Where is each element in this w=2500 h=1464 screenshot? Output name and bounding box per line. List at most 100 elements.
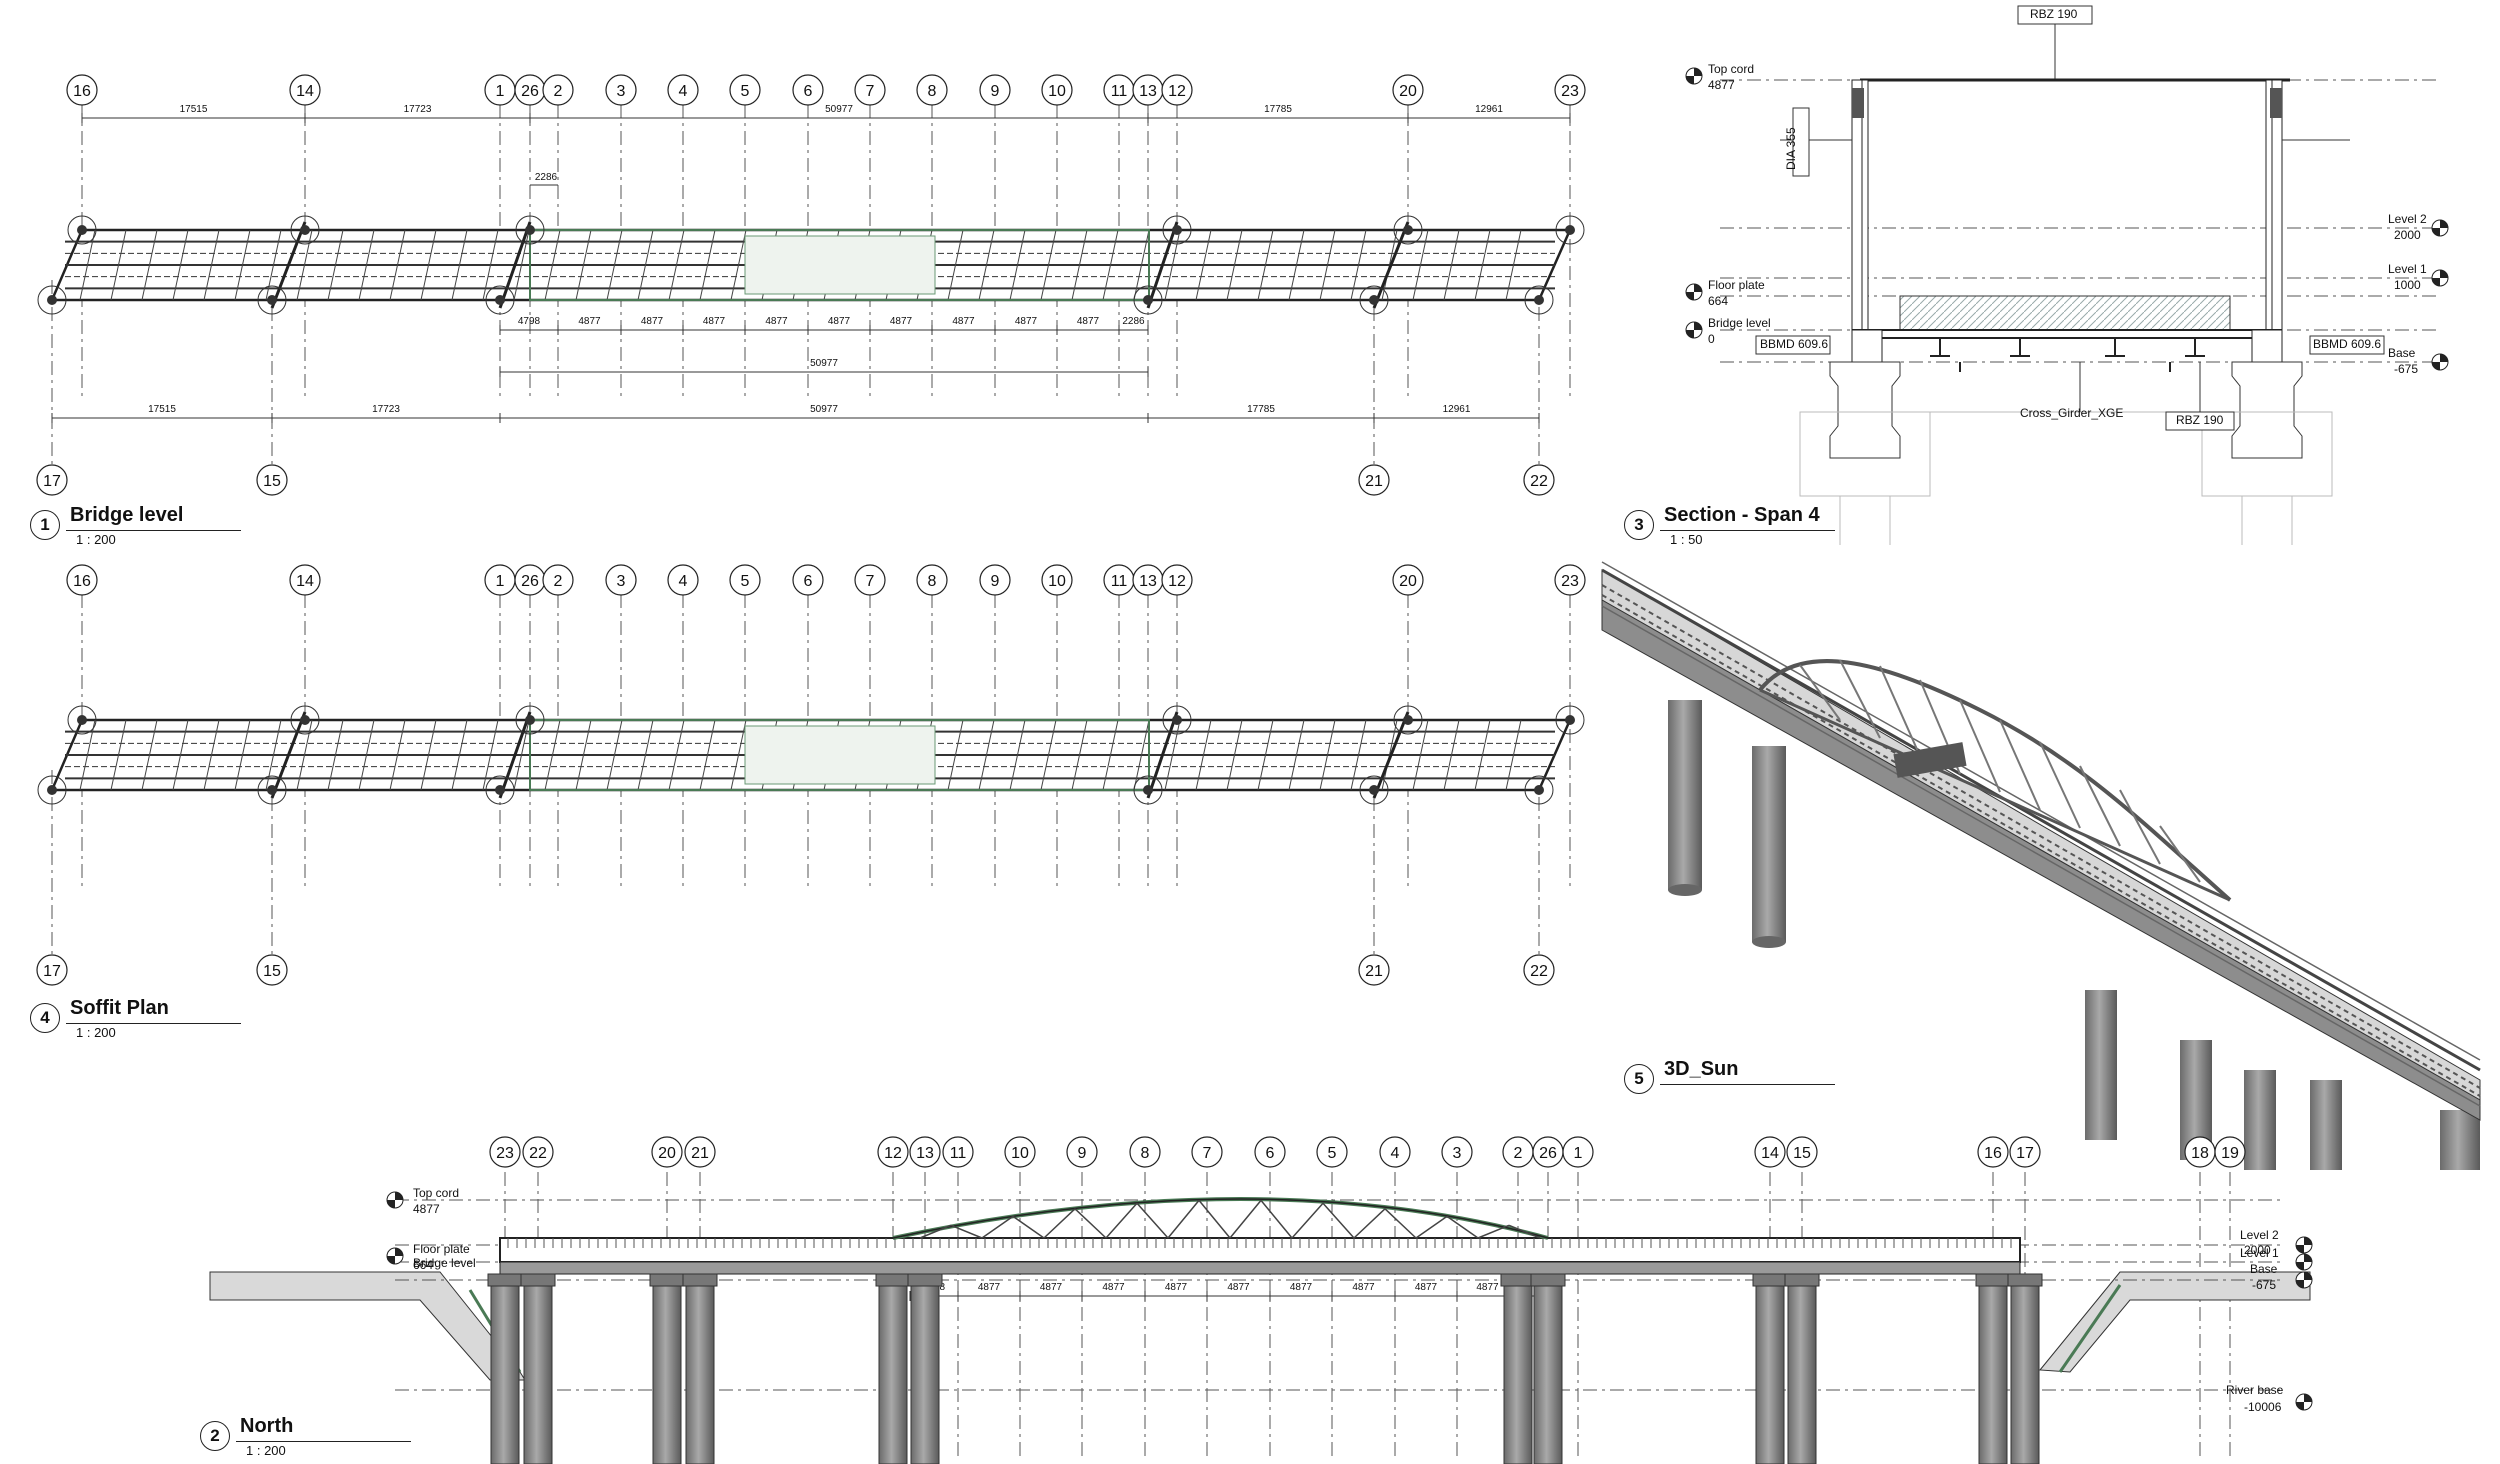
grid-label: 20 [658,1145,676,1162]
pier-dot [47,295,57,305]
view-title: 3D_Sun [1664,1058,1739,1080]
grid-label: 17 [2016,1145,2034,1162]
grid-bubble: 17 [36,464,68,496]
pier-column [2010,1273,2040,1464]
pier-column [1533,1273,1563,1464]
grid-label: 2 [1514,1145,1523,1162]
grid-label: 7 [1203,1145,1212,1162]
grid-bubble: 18 [2184,1136,2216,1168]
section-level-value: -675 [2394,362,2419,376]
grid-bubble-circle [942,1136,974,1168]
grid-bubble: 12 [1161,74,1193,106]
grid-label: 20 [1399,83,1417,100]
north-level-name: Level 2 [2240,1228,2279,1242]
view-title: Bridge level [70,504,184,526]
cross-girder [141,229,158,301]
grid-label: 20 [1399,573,1417,590]
dimension-value: 4877 [1040,1282,1063,1293]
grid-bubble: 8 [916,74,948,106]
truss-web [1291,1202,1324,1239]
cross-girder [1102,229,1119,301]
grid-bubble: 12 [1161,564,1193,596]
grid-label: 13 [1139,83,1157,100]
pier-cap [1752,1273,1788,1287]
section-level-name: Floor plate [1708,278,1765,292]
pier-diagonal [270,711,307,799]
truss-web [1477,1224,1510,1239]
pier-dot [300,715,310,725]
pier-dot [1534,295,1544,305]
view-title: Soffit Plan [70,997,169,1019]
dimension-value: 12961 [1475,104,1503,115]
grid-label: 5 [741,573,750,590]
grid-bubble: 15 [256,464,288,496]
grid-bubble-circle [1523,954,1555,986]
truss-top-chord-outline [892,1198,1549,1239]
cross-girder [699,229,716,301]
dimension-value: 4877 [978,1282,1001,1293]
grid-bubble-circle [66,74,98,106]
truss-web [1167,1199,1200,1239]
grid-label: 16 [73,83,91,100]
pier-circle [1524,285,1554,315]
grid-bubble: 17 [36,954,68,986]
cross-girder [79,229,96,301]
dimension-value: 17515 [148,404,176,415]
grid-label: 8 [928,83,937,100]
grid-bubble: 22 [1523,954,1555,986]
grid-bubble-circle [256,954,288,986]
grid-bubble-circle [289,564,321,596]
dimension-value: 4877 [952,316,975,327]
north-level-name: Level 1 [2240,1246,2279,1260]
view-title: Section - Span 4 [1664,504,1820,526]
pier-column [878,1273,908,1464]
grid-bubble-circle [1004,1136,1036,1168]
cross-girder [1412,229,1429,301]
cross-girder [389,229,406,301]
dimension-value: 4877 [765,316,788,327]
grid-label: 9 [991,83,1000,100]
pier-column [1755,1273,1785,1464]
truss-web [1446,1215,1479,1239]
dimension-value: 17515 [180,104,208,115]
truss-web [1074,1208,1107,1239]
grid-label: 23 [1561,573,1579,590]
grid-label: 26 [1539,1145,1557,1162]
cross-girder [1474,229,1491,301]
truss-web [1136,1202,1169,1239]
bbmd-right-tag: BBMD 609.6 [2313,337,2382,351]
section-level-value: 1000 [2394,278,2421,292]
cross-girder [1319,229,1336,301]
view-scale: 1 : 200 [246,1443,286,1458]
cross-girder [544,229,561,301]
pier-cap [1500,1273,1536,1287]
view-scale: 1 : 200 [76,532,116,547]
cross-girder [1505,229,1522,301]
cross-girder [1133,229,1150,301]
grid-bubble-circle [542,74,574,106]
pier-cap [1784,1273,1820,1287]
grid-label: 22 [529,1145,547,1162]
grid-label: 13 [916,1145,934,1162]
view-number-badge: 2 [200,1421,230,1451]
grid-label: 2 [554,573,563,590]
cross-girder [575,719,592,791]
level-marker-icon [2295,1253,2313,1271]
grid-label: 10 [1048,573,1066,590]
grid-bubble: 23 [1554,74,1586,106]
rbz-bottom-tag-box [2165,411,2235,431]
pier-dot [495,295,505,305]
grid-bubble-circle [256,464,288,496]
cross-girder [699,719,716,791]
pier-circle [1133,775,1163,805]
view-title: North [240,1415,294,1437]
grid-bubble-circle [792,74,824,106]
grid-label: 5 [1328,1145,1337,1162]
truss-web [1260,1199,1293,1239]
embankment-edge [2058,1284,2122,1373]
dimension-value: 4877 [890,316,913,327]
pier-dot [1534,785,1544,795]
cross-girder [1257,229,1274,301]
level-marker-icon [1685,67,1703,85]
